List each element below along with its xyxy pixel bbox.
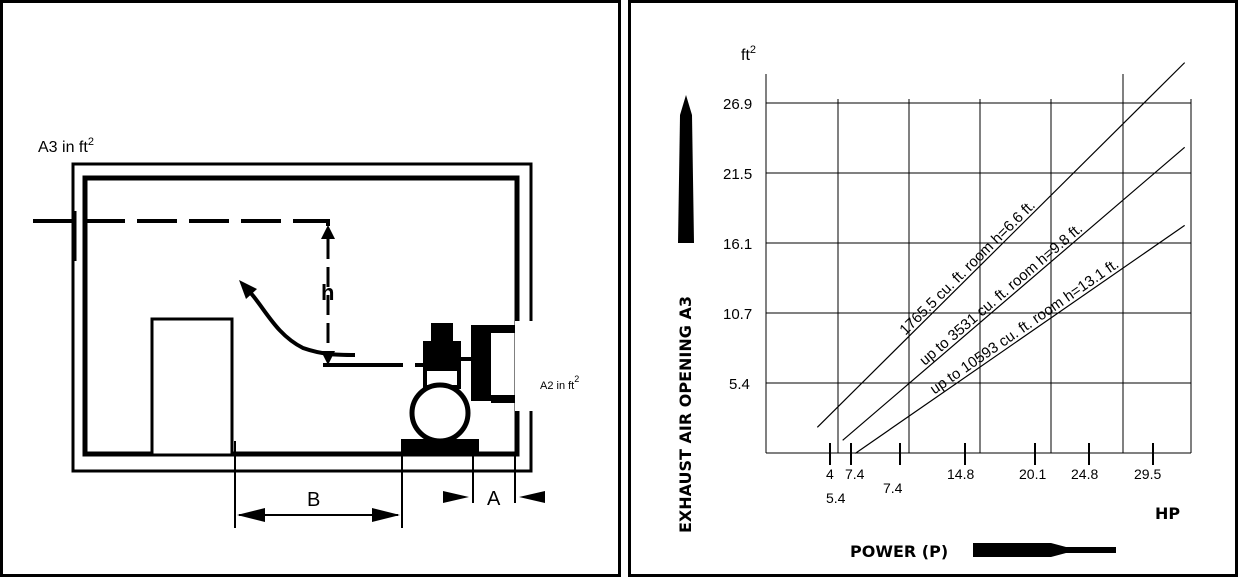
compressor	[401, 323, 515, 453]
x-tick-7-4-upper: 7.4	[845, 466, 865, 482]
grid	[765, 74, 1192, 454]
x-axis-arrow	[973, 543, 1116, 557]
y-axis-label: EXHAUST AIR OPENING A3	[676, 296, 695, 533]
cabinet	[150, 317, 234, 457]
h-label: h	[321, 280, 334, 305]
room-diagram-panel: h A2 in ft2 B	[0, 0, 621, 577]
x-tick-20-1: 20.1	[1019, 466, 1046, 482]
a2-label: A2 in ft2	[540, 374, 579, 392]
chart-panel: 26.9 21.5 16.1 10.7 5.4 4 7.4 14.8 20.1 …	[628, 0, 1238, 577]
x-tick-7-4-lower: 7.4	[883, 480, 903, 496]
y-tick-16-1: 16.1	[723, 236, 752, 253]
x-tick-14-8: 14.8	[947, 466, 974, 482]
a3-opening	[75, 211, 84, 261]
room-diagram: h A2 in ft2 B	[33, 136, 579, 528]
a3-label: A3 in ft2	[38, 136, 94, 156]
y-tick-26-9: 26.9	[723, 96, 752, 113]
y-tick-10-7: 10.7	[723, 306, 752, 323]
exhaust-path	[33, 219, 330, 233]
y-tick-21-5: 21.5	[723, 166, 752, 183]
air-flow-arrow	[239, 280, 257, 299]
series-line-1	[816, 62, 1186, 428]
outer-wall	[71, 162, 533, 473]
a-arrow-left	[443, 491, 469, 503]
inner-wall	[82, 175, 520, 457]
x-axis-label: POWER (P)	[850, 542, 948, 561]
b-label: B	[307, 489, 320, 511]
x-tick-5-4-lower: 5.4	[826, 490, 846, 506]
x-tick-24-8: 24.8	[1071, 466, 1098, 482]
warm-air-flow	[241, 283, 356, 357]
x-tick-29-5: 29.5	[1134, 466, 1161, 482]
a-label: A	[487, 488, 501, 510]
b-arrow-left	[237, 508, 265, 522]
series-line-2	[842, 146, 1186, 441]
a2-opening	[515, 321, 533, 411]
y-axis-arrow	[678, 95, 694, 243]
x-ticks	[829, 443, 1154, 465]
b-arrow-right	[372, 508, 400, 522]
a-arrow-right	[519, 491, 545, 503]
series-layer: 1765.5 cu. ft. room h=6.6 ft.up to 3531 …	[816, 62, 1186, 454]
x-unit: HP	[1155, 504, 1180, 523]
y-unit: ft2	[741, 44, 756, 64]
series-line-3	[854, 224, 1186, 454]
y-tick-5-4: 5.4	[729, 376, 750, 393]
chart: 26.9 21.5 16.1 10.7 5.4 4 7.4 14.8 20.1 …	[676, 44, 1192, 561]
x-tick-4: 4	[826, 466, 834, 482]
